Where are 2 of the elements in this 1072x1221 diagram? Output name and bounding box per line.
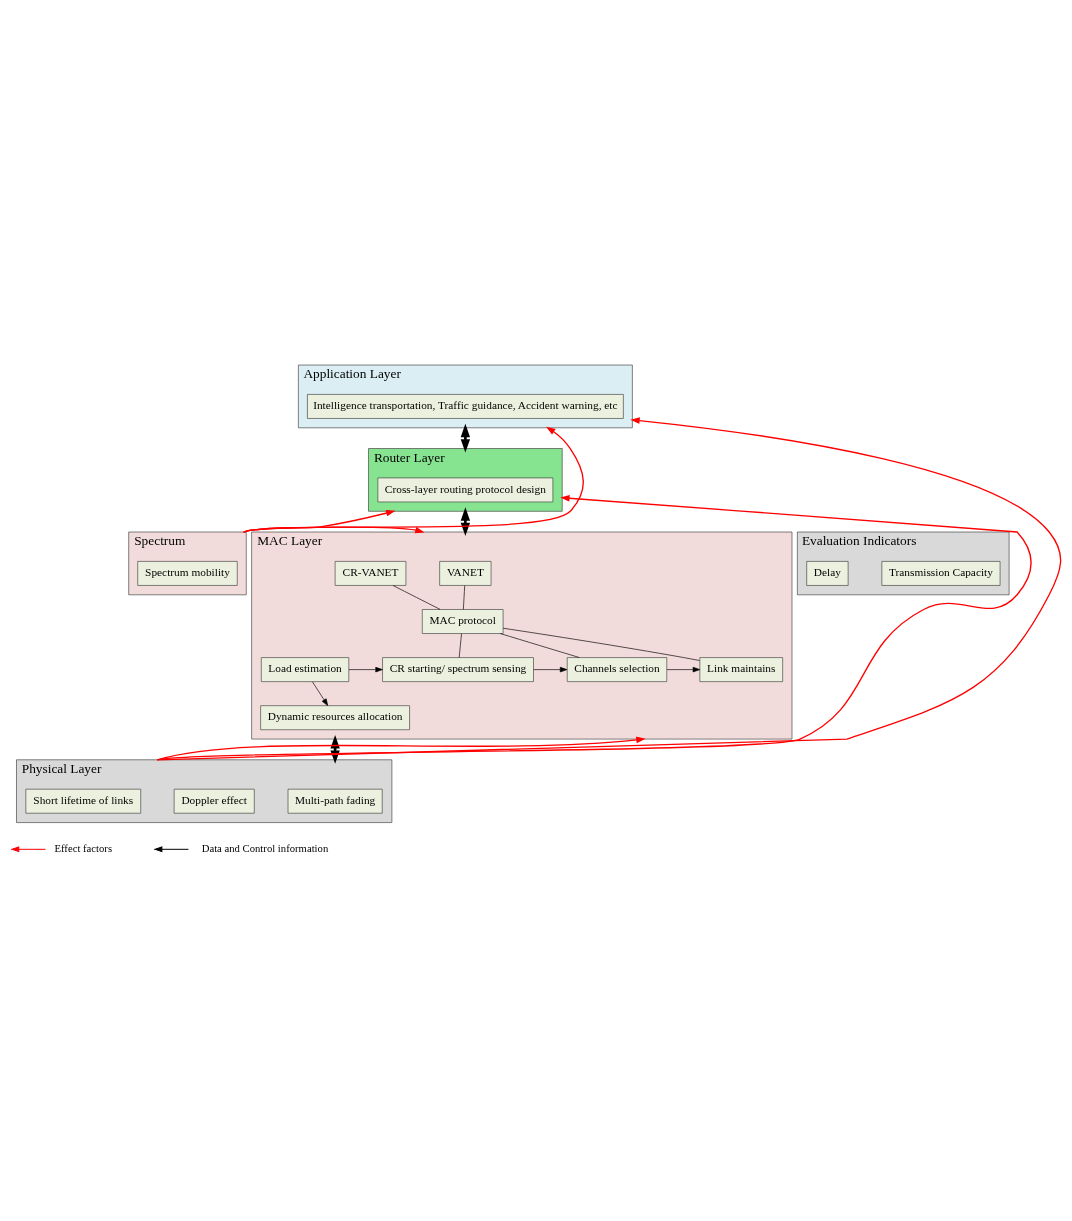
legend-label: Effect factors xyxy=(54,841,113,854)
legend-label: Data and Control information xyxy=(201,841,329,854)
